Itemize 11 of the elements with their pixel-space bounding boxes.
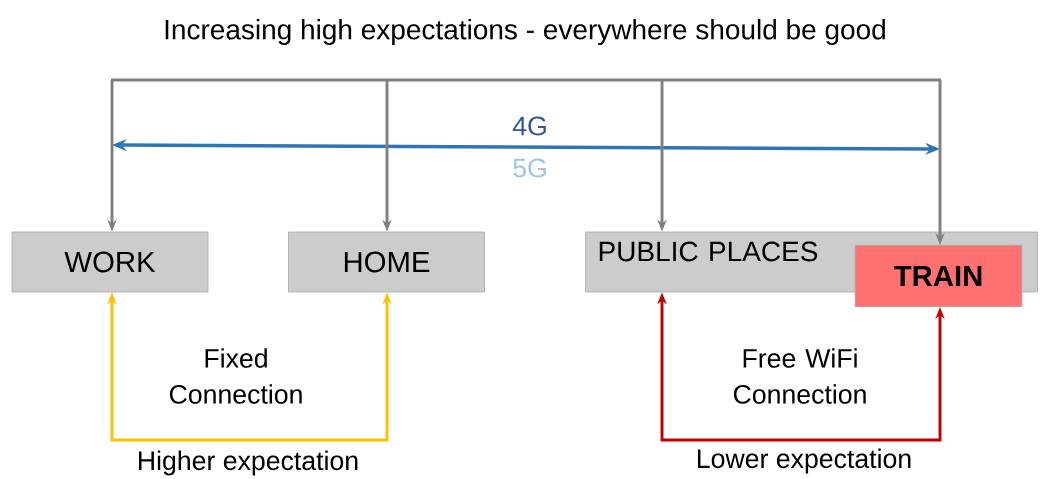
bracket-line: [111, 78, 941, 82]
caption-text: Lower expectation: [698, 448, 911, 474]
location-box: HOME: [288, 231, 485, 293]
caption-text: Free WiFi Connection: [733, 348, 866, 404]
location-box: WORK: [11, 231, 209, 293]
title: Increasing high expectations - everywhere should be good: [165, 18, 885, 46]
network-label: 4G: [512, 116, 546, 136]
caption-text: Fixed Connection: [169, 348, 302, 404]
network-label: 5G: [513, 158, 546, 178]
caption-text: Higher expectation: [139, 450, 358, 476]
highlighted-box: TRAIN: [854, 244, 1023, 308]
